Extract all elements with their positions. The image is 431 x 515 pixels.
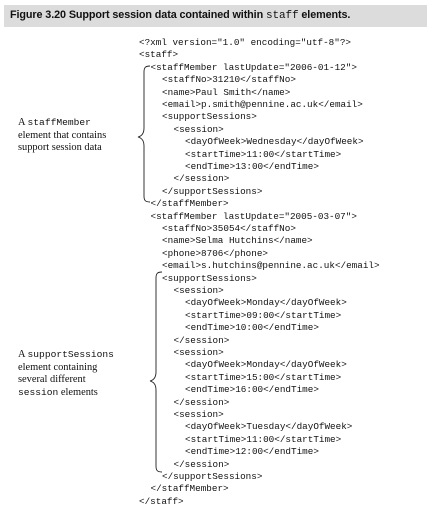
figure-caption: Figure 3.20 Support session data contain… bbox=[4, 5, 427, 27]
code-line: <session> bbox=[173, 285, 224, 296]
caption-element-name: staff bbox=[265, 10, 299, 22]
annotation-text: several different bbox=[18, 374, 86, 385]
code-line: <supportSessions> bbox=[162, 272, 257, 284]
code-line: <phone>8706</phone> bbox=[162, 247, 269, 259]
code-line: <email>s.hutchins@pennine.ac.uk</email> bbox=[162, 260, 380, 272]
code-line: </session> bbox=[173, 458, 230, 470]
annotation-text: A bbox=[18, 349, 25, 360]
figure-label: Figure 3.20 bbox=[10, 9, 66, 21]
brace-supportsessions bbox=[149, 271, 163, 473]
code-line: <staffNo>31210</staffNo> bbox=[162, 74, 296, 86]
annotation-text: A bbox=[18, 117, 25, 128]
code-line: <staffNo>35054</staffNo> bbox=[162, 223, 296, 234]
code-line: <dayOfWeek>Monday</dayOfWeek> bbox=[185, 297, 347, 309]
code-line: </supportSessions> bbox=[162, 185, 263, 197]
code-line: <endTime>16:00</endTime> bbox=[185, 384, 319, 396]
code-line: <staff> bbox=[139, 49, 179, 61]
code-line: <session> bbox=[173, 409, 224, 420]
code-line: </supportSessions> bbox=[162, 471, 263, 482]
code-line: <startTime>09:00</startTime> bbox=[185, 309, 342, 321]
caption-text-end: elements. bbox=[301, 9, 351, 21]
code-line: </staff> bbox=[139, 495, 184, 507]
code-line: <staffMember lastUpdate="2005-03-07"> bbox=[150, 210, 357, 222]
code-line: <endTime>10:00</endTime> bbox=[185, 322, 319, 334]
code-line: </staffMember> bbox=[150, 483, 229, 495]
code-line: <name>Paul Smith</name> bbox=[162, 86, 291, 98]
code-line: <staffMember lastUpdate="2006-01-12"> bbox=[150, 61, 357, 73]
code-line: <email>p.smith@pennine.ac.uk</email> bbox=[162, 99, 363, 110]
code-line: <startTime>15:00</startTime> bbox=[185, 371, 342, 383]
brace-staffmember bbox=[137, 65, 151, 203]
code-line: <session> bbox=[173, 347, 224, 358]
annotation-text: elements bbox=[60, 386, 98, 398]
code-line: <endTime>13:00</endTime> bbox=[185, 161, 319, 172]
annotation-code: session bbox=[18, 386, 59, 398]
code-line: <name>Selma Hutchins</name> bbox=[162, 235, 313, 247]
annotation-text: support session data bbox=[18, 142, 102, 153]
code-line: </session> bbox=[173, 396, 230, 408]
code-line: <startTime>11:00</startTime> bbox=[185, 433, 342, 445]
annotation-code: staffMember bbox=[27, 117, 91, 128]
code-line: <dayOfWeek>Wednesday</dayOfWeek> bbox=[185, 136, 364, 148]
code-line: <supportSessions> bbox=[162, 111, 257, 123]
annotation-supportsessions: A supportSessions element containing sev… bbox=[18, 349, 138, 399]
annotation-code: supportSessions bbox=[27, 349, 114, 360]
code-line: <endTime>12:00</endTime> bbox=[185, 446, 319, 458]
code-line: <dayOfWeek>Monday</dayOfWeek> bbox=[185, 359, 347, 371]
code-line: </staffMember> bbox=[150, 198, 229, 210]
code-line: <dayOfWeek>Tuesday</dayOfWeek> bbox=[185, 421, 353, 433]
caption-text: Support session data contained within bbox=[68, 9, 264, 21]
code-line: </session> bbox=[173, 334, 230, 346]
annotation-staffmember: A staffMember element that contains supp… bbox=[18, 117, 143, 155]
code-line: <startTime>11:00</startTime> bbox=[185, 148, 342, 160]
code-line: </session> bbox=[173, 173, 230, 185]
annotation-text: element that contains bbox=[18, 129, 107, 141]
code-line: <?xml version="1.0" encoding="utf-8"?> bbox=[139, 37, 352, 48]
annotation-text: element containing bbox=[18, 361, 98, 373]
code-line: <session> bbox=[173, 123, 224, 135]
